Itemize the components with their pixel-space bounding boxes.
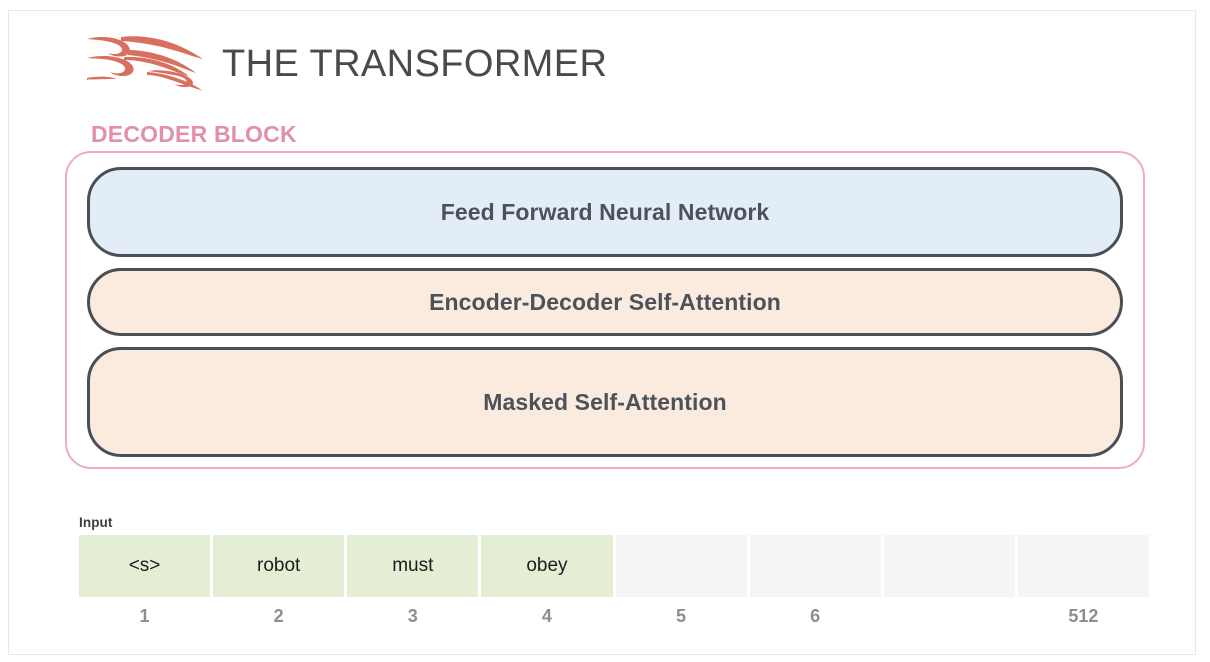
input-token-cell[interactable] [1017,535,1149,597]
input-token-cell[interactable]: <s> [79,535,211,597]
header: THE TRANSFORMER [86,29,607,99]
input-index-label: 3 [407,606,418,626]
input-caption: Input [79,515,113,530]
input-index-label: 1 [139,606,150,626]
input-index-label: 4 [541,606,552,626]
layer-label: Encoder-Decoder Self-Attention [429,288,781,315]
layer-encoder-decoder-self-attention[interactable]: Encoder-Decoder Self-Attention [87,268,1123,336]
decoder-block-container: Feed Forward Neural Network Encoder-Deco… [65,151,1145,469]
page-frame: THE TRANSFORMER DECODER BLOCK Feed Forwa… [8,10,1196,655]
input-index-row: 1 2 3 4 5 6 512 [79,606,1149,628]
input-token-cell[interactable]: robot [213,535,345,597]
layer-label: Feed Forward Neural Network [440,198,770,225]
input-token-cell[interactable] [883,535,1015,597]
input-token-cell[interactable] [749,535,881,597]
flames-icon [87,36,203,91]
input-token-cell[interactable] [615,535,747,597]
input-index-label: 512 [1068,606,1099,626]
input-index-label [884,606,1015,628]
layer-feed-forward-neural-network[interactable]: Feed Forward Neural Network [87,167,1123,257]
input-index-label: 6 [810,606,821,626]
layer-label: Masked Self-Attention [483,388,727,415]
input-token-cell[interactable]: obey [481,535,613,597]
input-index-label: 2 [273,606,284,626]
input-section: Input <s> robot must obey 1 2 3 4 5 6 51… [79,515,1149,628]
decoder-block-label: DECODER BLOCK [91,121,297,147]
layer-masked-self-attention[interactable]: Masked Self-Attention [87,347,1123,457]
input-token-row: <s> robot must obey [79,535,1149,597]
page-title: THE TRANSFORMER [222,43,608,85]
input-index-label: 5 [676,606,687,626]
input-token-cell[interactable]: must [347,535,479,597]
